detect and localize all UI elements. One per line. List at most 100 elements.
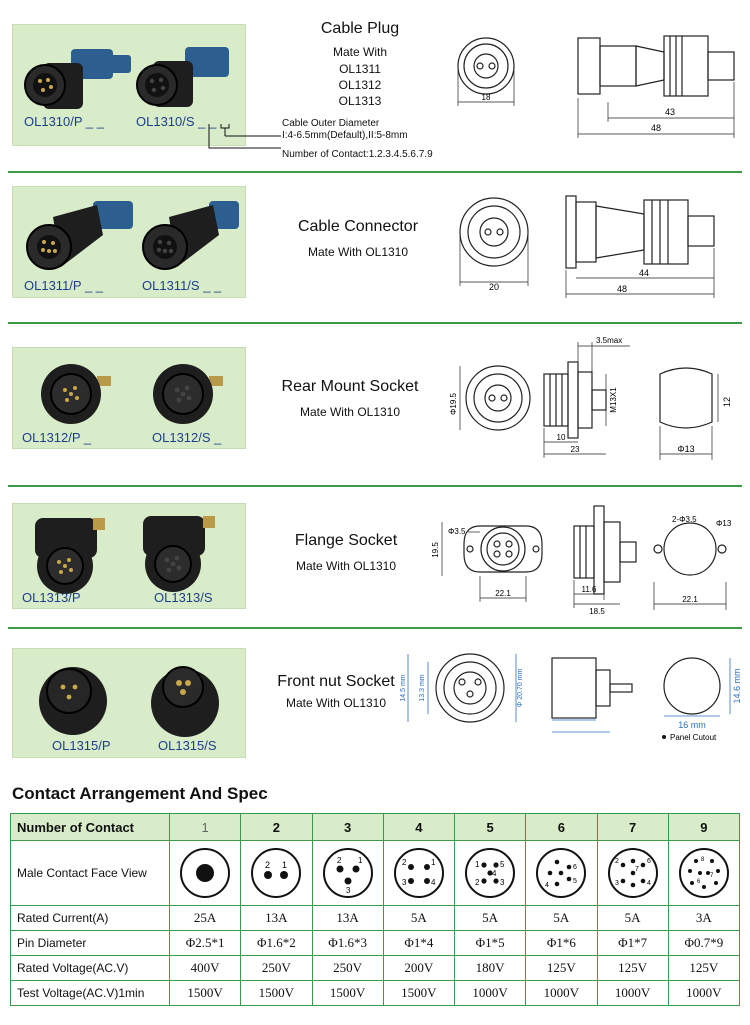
dim-label: 23 — [571, 445, 580, 454]
svg-text:2: 2 — [265, 860, 270, 870]
cable-connector-drawing: 20 44 48 — [459, 195, 715, 298]
svg-text:1: 1 — [282, 860, 287, 870]
dim-label: 44 — [639, 268, 649, 278]
rated-voltage: 250V — [311, 955, 384, 981]
contact-face-1-icon — [180, 848, 231, 898]
svg-text:1: 1 — [475, 860, 480, 869]
contact-face-6-icon: 654 — [536, 848, 587, 898]
contact-count: 2 — [240, 813, 313, 841]
product-photo — [12, 648, 246, 758]
product-photo — [12, 186, 246, 298]
section-divider — [8, 485, 742, 487]
dim-label: 14.6 mm — [732, 668, 742, 703]
rated-current: 13A — [240, 905, 313, 931]
model-frontnut-p: OL1315/P — [52, 738, 111, 753]
leader-lines — [208, 124, 281, 149]
test-voltage: 1000V — [667, 980, 741, 1006]
dim-label: 18 — [482, 93, 491, 102]
mate-text: Mate With OL1310 — [299, 405, 401, 419]
contact-count: 1 — [168, 813, 242, 841]
rated-voltage: 125V — [525, 955, 598, 981]
dim-label: 14.5 mm — [400, 674, 407, 701]
rated-voltage: 125V — [596, 955, 669, 981]
contact-count: 4 — [382, 813, 456, 841]
svg-text:3: 3 — [346, 886, 351, 895]
rated-voltage: 250V — [240, 955, 313, 981]
svg-text:6: 6 — [697, 879, 701, 885]
mate-label: Mate With — [332, 45, 387, 59]
svg-text:1: 1 — [358, 856, 363, 865]
mate-text: Mate With OL1310 — [285, 696, 387, 710]
rated-current: 5A — [382, 905, 456, 931]
rated-voltage: 125V — [667, 955, 741, 981]
svg-text:4: 4 — [492, 869, 497, 878]
model-rear-p: OL1312/P _ — [22, 430, 92, 445]
section-divider — [8, 627, 742, 629]
rated-voltage: 180V — [453, 955, 527, 981]
row-label: Rated Current(A) — [10, 905, 170, 931]
pin-diameter: Φ1*6 — [525, 930, 598, 956]
mate-item: OL1311 — [339, 62, 381, 76]
svg-text:1: 1 — [431, 858, 436, 867]
dim-label: 2-Φ3.5 — [672, 515, 697, 524]
svg-text:4: 4 — [431, 878, 436, 887]
model-flange-s: OL1313/S — [154, 590, 213, 605]
rated-current: 5A — [453, 905, 527, 931]
face-view-3: 2 1 3 — [311, 840, 384, 906]
contact-count: 7 — [596, 813, 669, 841]
dim-label: 10 — [557, 433, 566, 442]
dim-label: 22.1 — [495, 589, 511, 598]
table-row: Rated Voltage(AC.V) 400V 250V 250V 200V … — [10, 955, 741, 981]
table-row: Rated Current(A) 25A 13A 13A 5A 5A 5A 5A… — [10, 905, 741, 931]
spec-table: Number of Contact 1 2 3 4 5 6 7 9 Male C… — [10, 813, 741, 1006]
test-voltage: 1500V — [240, 980, 313, 1006]
svg-text:3: 3 — [402, 878, 407, 887]
dim-label: 48 — [617, 284, 627, 294]
rear-mount-socket-photo-icon — [41, 364, 223, 424]
mate-text: Mate With OL1310 — [307, 245, 409, 259]
model-frontnut-s: OL1315/S — [158, 738, 217, 753]
dim-label: 12 — [722, 397, 732, 407]
test-voltage: 1000V — [596, 980, 669, 1006]
dim-label: 43 — [665, 107, 675, 117]
mate-text: Mate With OL1310 — [295, 559, 397, 573]
contact-count: 3 — [311, 813, 384, 841]
flange-socket-drawing: 19.5 Φ3.5 22.1 11.6 18.5 2-Φ3.5 Φ13 22.1 — [431, 505, 732, 616]
test-voltage: 1000V — [525, 980, 598, 1006]
svg-text:5: 5 — [573, 878, 577, 885]
dim-label: 22.1 — [682, 595, 698, 604]
model-connector-p: OL1311/P _ _ — [24, 278, 104, 293]
cable-connector-photo-icon — [26, 201, 239, 270]
product-title: Cable Plug — [320, 20, 400, 37]
rated-voltage: 200V — [382, 955, 456, 981]
panel-cutout-label: Panel Cutout — [670, 733, 717, 742]
svg-text:2: 2 — [337, 856, 342, 865]
row-label: Test Voltage(AC.V)1min — [10, 980, 170, 1006]
dim-label: 20 — [489, 282, 499, 292]
svg-text:6: 6 — [647, 858, 651, 865]
row-label: Number of Contact — [10, 813, 170, 841]
pin-diameter: Φ1*7 — [596, 930, 669, 956]
model-flange-p: OL1313/P — [22, 590, 81, 605]
dim-label: M13X1 — [609, 387, 618, 413]
test-voltage: 1500V — [382, 980, 456, 1006]
rated-current: 13A — [311, 905, 384, 931]
svg-text:2: 2 — [402, 858, 407, 867]
svg-text:2: 2 — [615, 858, 619, 865]
row-label: Rated Voltage(AC.V) — [10, 955, 170, 981]
contact-face-4-icon: 2 1 3 4 — [393, 848, 444, 898]
pin-diameter: Φ2.5*1 — [168, 930, 242, 956]
mate-item: OL1312 — [338, 78, 382, 92]
dim-label: Φ13 — [716, 519, 732, 528]
svg-text:7: 7 — [710, 873, 714, 879]
pin-diameter: Φ0.7*9 — [667, 930, 741, 956]
row-label: Male Contact Face View — [10, 840, 170, 906]
cable-plug-photo-icon — [24, 47, 229, 109]
dim-label: 48 — [651, 123, 661, 133]
svg-text:4: 4 — [647, 880, 651, 887]
product-title: Cable Connector — [297, 218, 419, 235]
